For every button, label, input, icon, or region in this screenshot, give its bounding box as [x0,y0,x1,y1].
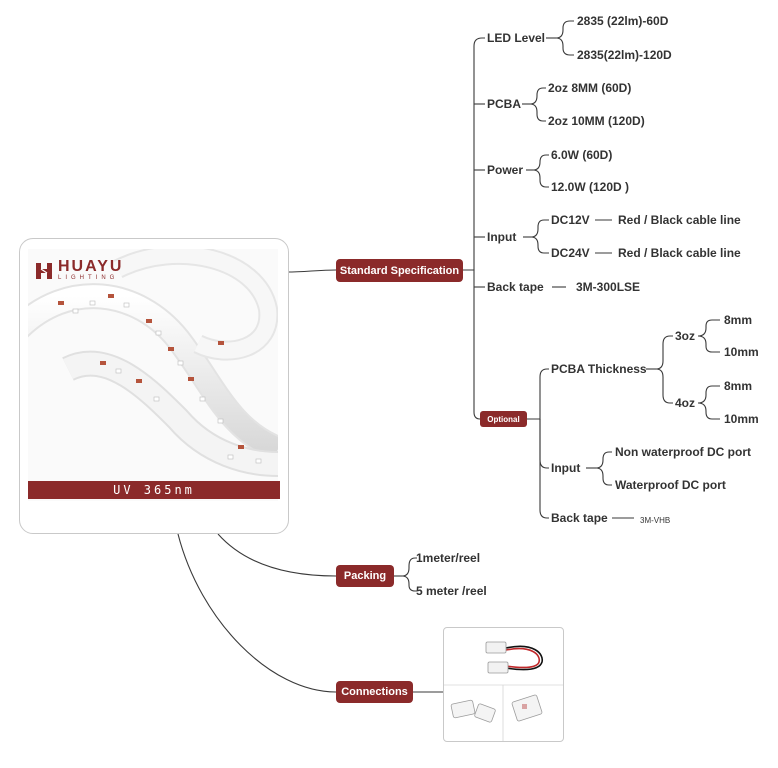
power-label: Power [487,163,524,177]
optional-back-tape-label: Back tape [551,511,608,525]
power-item: 6.0W (60D) [551,148,613,162]
logo-brand: HUAYU [58,258,124,275]
led-strip-photo: HUAYU LIGHTING [20,244,284,501]
thickness-width: 10mm [724,412,759,426]
huayu-logo: HUAYU LIGHTING [34,259,123,282]
thickness-width: 8mm [724,379,753,393]
led-level-label: LED Level [487,31,546,45]
thickness-width: 8mm [724,313,753,327]
input-cable: Red / Black cable line [618,246,741,260]
packing-node[interactable]: Packing [336,565,394,587]
back-tape-label: Back tape [487,280,544,294]
optional-back-tape-value: 3M-VHB [640,516,671,525]
standard-specification-node[interactable]: Standard Specification [336,259,463,282]
optional-node[interactable]: Optional [480,411,527,427]
input-label: Input [487,230,517,244]
thickness-oz: 3oz [675,329,696,343]
optional-input-item: Waterproof DC port [615,478,726,492]
led-level-item: 2835(22lm)-120D [577,48,672,62]
uv-banner: UV 365nm [28,481,280,499]
huayu-logo-icon [36,262,52,279]
led-level-item: 2835 (22lm)-60D [577,14,669,28]
packing-item: 5 meter /reel [416,584,487,598]
optional-input-item: Non waterproof DC port [615,445,751,459]
pcba-item: 2oz 8MM (60D) [548,81,632,95]
pcba-thickness-label: PCBA Thickness [551,362,647,376]
logo-subtitle: LIGHTING [58,275,119,281]
input-voltage: DC12V [551,213,590,227]
input-cable: Red / Black cable line [618,213,741,227]
led-strip-illustration [20,244,284,477]
connections-node[interactable]: Connections [336,681,413,703]
power-item: 12.0W (120D ) [551,180,630,194]
product-image-card: HUAYU LIGHTING UV 365nm [19,238,289,534]
optional-input-label: Input [551,461,581,475]
thickness-width: 10mm [724,345,759,359]
pcba-label: PCBA [487,97,522,111]
connections-image [443,627,564,742]
input-voltage: DC24V [551,246,590,260]
back-tape-value: 3M-300LSE [576,280,641,294]
packing-item: 1meter/reel [416,551,481,565]
pcba-item: 2oz 10MM (120D) [548,114,645,128]
thickness-oz: 4oz [675,396,696,410]
connector-cable-photo [444,641,563,741]
connector-clip-photo [450,694,543,723]
